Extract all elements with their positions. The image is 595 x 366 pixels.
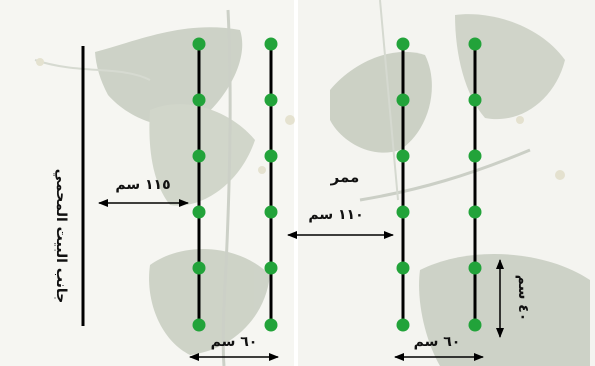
background-photo-right [298, 0, 595, 366]
plant-dot-row1-1 [192, 37, 206, 51]
plant-dot-row4-3 [468, 149, 482, 163]
aisle-width-label: ١١٠ سم [308, 207, 363, 223]
plant-dot-row3-1 [396, 37, 410, 51]
aisle-label: ممر [330, 168, 360, 186]
plant-dot-row2-5 [264, 261, 278, 275]
plant-dot-row4-5 [468, 261, 482, 275]
plant-dot-row3-2 [396, 93, 410, 107]
plant-dot-row2-1 [264, 37, 278, 51]
plant-spacing-label: ٤٠ سم [515, 275, 531, 322]
plant-dot-row3-3 [396, 149, 410, 163]
plant-dot-row4-4 [468, 205, 482, 219]
plant-dot-row1-6 [192, 318, 206, 332]
plant-dot-row2-4 [264, 205, 278, 219]
plant-dot-row4-2 [468, 93, 482, 107]
plant-dot-row3-4 [396, 205, 410, 219]
plant-dot-row2-6 [264, 318, 278, 332]
background-photo-left [0, 0, 294, 366]
plant-dot-row4-1 [468, 37, 482, 51]
planting-rows [197, 44, 477, 326]
plant-dot-row3-6 [396, 318, 410, 332]
plant-dot-row2-2 [264, 93, 278, 107]
wall-label: جانب البيت المحمي [53, 169, 69, 304]
row-spacing-left-label: ٦٠ سم [211, 334, 258, 350]
plant-dot-row1-3 [192, 149, 206, 163]
plant-dot-row1-4 [192, 205, 206, 219]
wall-to-row-label: ١١٥ سم [115, 177, 170, 193]
plant-dot-row1-2 [192, 93, 206, 107]
plant-dot-row2-3 [264, 149, 278, 163]
background-leaves-right [330, 0, 590, 366]
plant-dot-row4-6 [468, 318, 482, 332]
row-spacing-right-label: ٦٠ سم [414, 334, 461, 350]
plant-dot-row1-5 [192, 261, 206, 275]
plant-dot-row3-5 [396, 261, 410, 275]
plant-dots [192, 37, 482, 332]
